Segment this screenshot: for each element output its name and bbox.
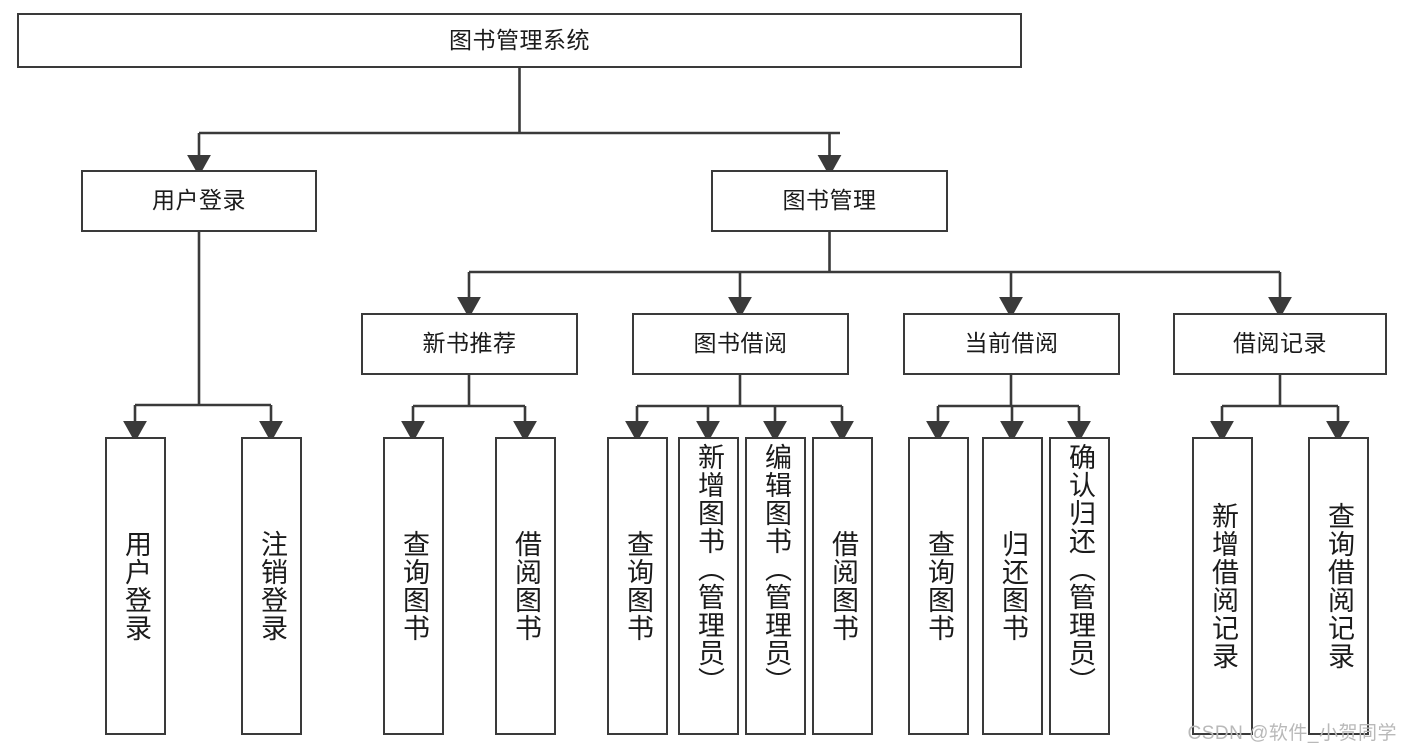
node-label: 借阅图书 (511, 530, 541, 642)
node-label: 新书推荐 (422, 330, 517, 357)
node-label: 查询图书 (924, 530, 954, 642)
node-new-book-recommend[interactable]: 新书推荐 (361, 313, 578, 375)
node-root-system[interactable]: 图书管理系统 (17, 13, 1022, 68)
node-label: 借阅记录 (1233, 330, 1327, 357)
node-label: 新增借阅记录 (1208, 502, 1238, 670)
node-label: 新增图书（管理员） (694, 443, 724, 695)
leaf-borrow-add-book-admin[interactable]: 新增图书（管理员） (678, 437, 739, 735)
node-borrow-record[interactable]: 借阅记录 (1173, 313, 1387, 375)
node-current-borrow[interactable]: 当前借阅 (903, 313, 1120, 375)
node-label: 图书管理 (782, 187, 877, 214)
leaf-current-confirm-return-admin[interactable]: 确认归还（管理员） (1049, 437, 1110, 735)
node-label: 当前借阅 (964, 330, 1059, 357)
node-label: 用户登录 (152, 187, 246, 214)
leaf-borrow-borrow-book[interactable]: 借阅图书 (812, 437, 873, 735)
leaf-recommend-query-book[interactable]: 查询图书 (383, 437, 444, 735)
node-label: 注销登录 (257, 530, 287, 642)
leaf-current-query-book[interactable]: 查询图书 (908, 437, 969, 735)
leaf-user-login-login[interactable]: 用户登录 (105, 437, 166, 735)
leaf-record-query-record[interactable]: 查询借阅记录 (1308, 437, 1369, 735)
watermark-text: CSDN @软件_小贺同学 (1187, 723, 1397, 744)
leaf-current-return-book[interactable]: 归还图书 (982, 437, 1043, 735)
leaf-borrow-query-book[interactable]: 查询图书 (607, 437, 668, 735)
node-label: 编辑图书（管理员） (761, 443, 791, 695)
leaf-borrow-edit-book-admin[interactable]: 编辑图书（管理员） (745, 437, 806, 735)
node-book-management[interactable]: 图书管理 (711, 170, 948, 232)
leaf-record-add-record[interactable]: 新增借阅记录 (1192, 437, 1253, 735)
node-label: 借阅图书 (828, 530, 858, 642)
leaf-recommend-borrow-book[interactable]: 借阅图书 (495, 437, 556, 735)
leaf-user-login-logout[interactable]: 注销登录 (241, 437, 302, 735)
node-label: 图书管理系统 (449, 26, 590, 53)
node-label: 图书借阅 (693, 330, 788, 357)
node-label: 查询借阅记录 (1324, 502, 1354, 670)
node-label: 用户登录 (121, 530, 151, 642)
node-label: 查询图书 (623, 530, 653, 642)
node-label: 确认归还（管理员） (1065, 443, 1095, 695)
node-label: 查询图书 (399, 530, 429, 642)
node-label: 归还图书 (998, 530, 1028, 642)
node-user-login[interactable]: 用户登录 (81, 170, 317, 232)
node-book-borrow[interactable]: 图书借阅 (632, 313, 849, 375)
